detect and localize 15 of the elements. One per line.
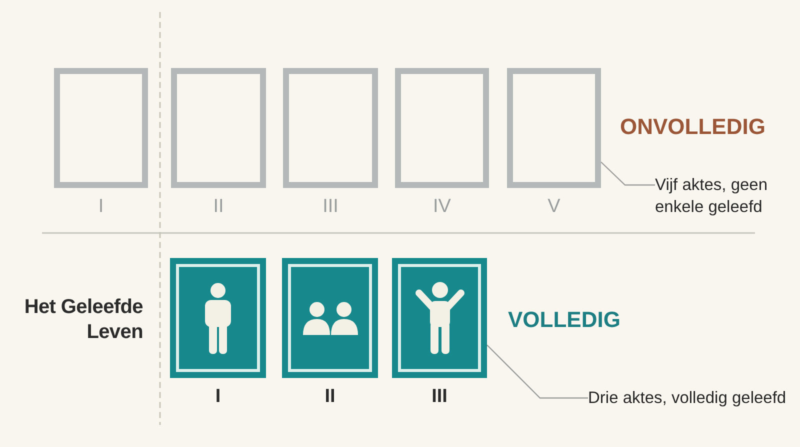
leader-line — [486, 344, 588, 399]
roman-numeral: I — [98, 195, 104, 219]
roman-numeral: I — [215, 385, 221, 409]
annotation-text: Drie aktes, volledig geleefd — [588, 387, 786, 409]
roman-numeral: IV — [433, 195, 451, 219]
status-heading: ONVOLLEDIG — [620, 114, 766, 140]
annotation-text: Vijf aktes, geen enkele geleefd — [655, 174, 783, 218]
status-heading: VOLLEDIG — [508, 307, 620, 333]
row-label: Het Geleefde Leven — [23, 295, 143, 345]
roman-numeral: II — [324, 385, 336, 409]
leader-line — [600, 162, 655, 186]
roman-numeral: III — [322, 195, 338, 219]
roman-numeral: V — [548, 195, 560, 219]
roman-numeral: II — [213, 195, 224, 219]
roman-numeral: III — [432, 385, 448, 409]
